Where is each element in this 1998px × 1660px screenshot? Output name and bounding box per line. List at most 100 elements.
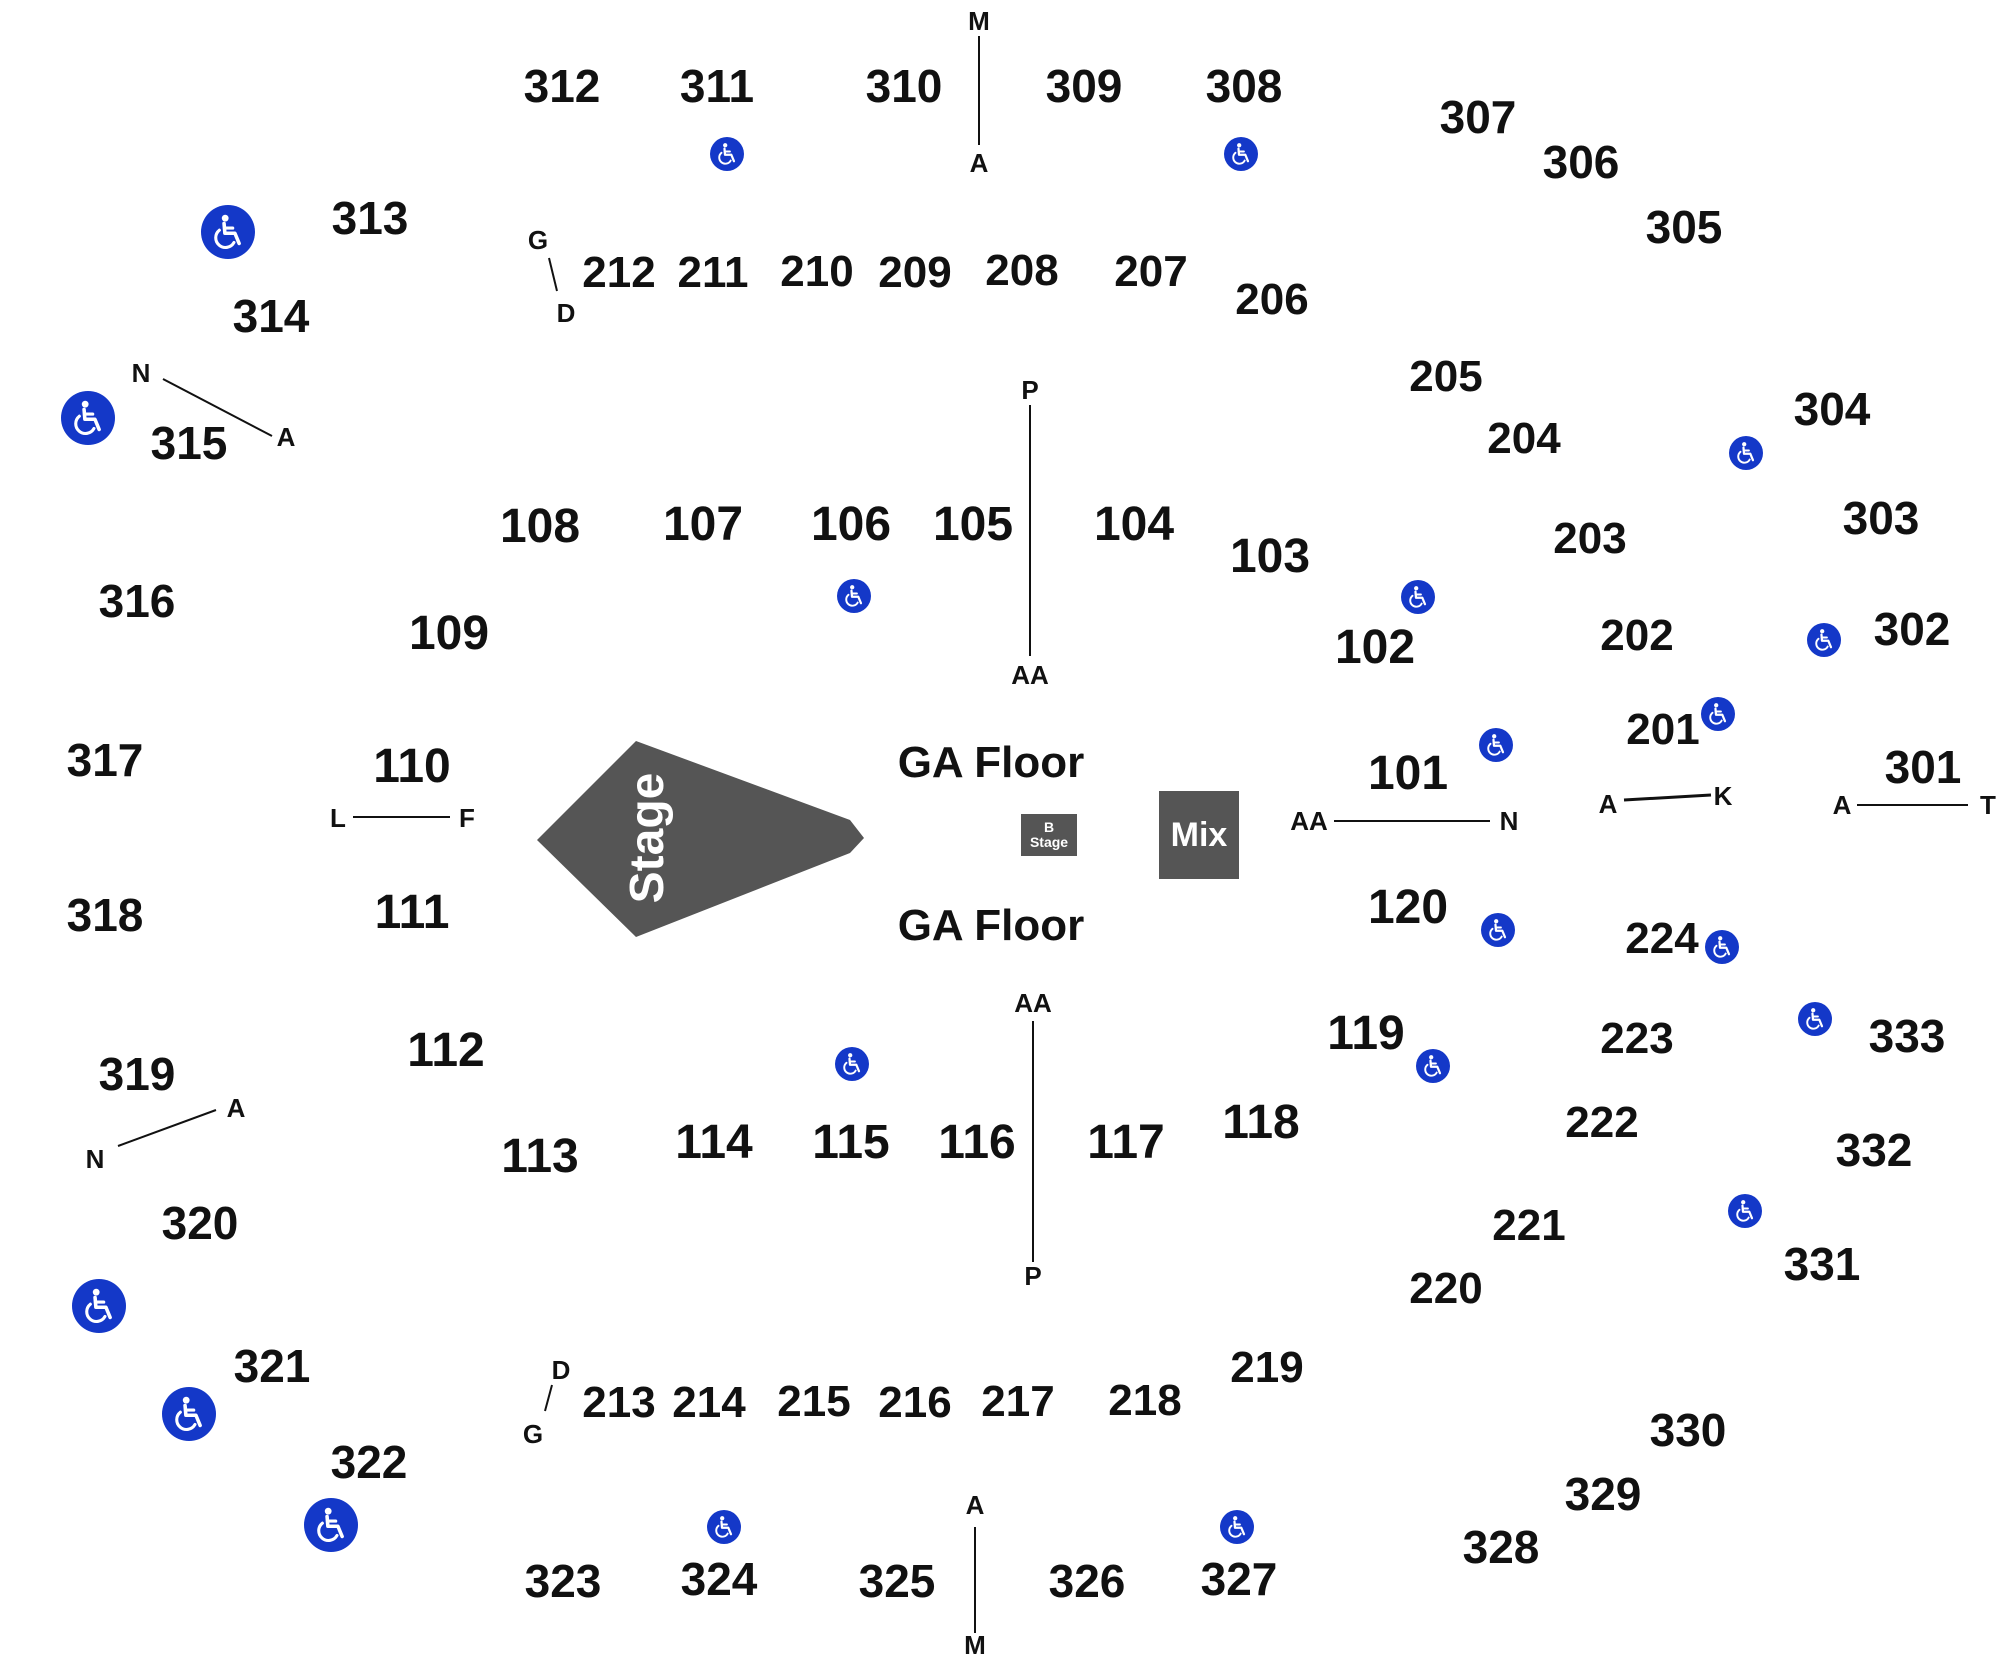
section-212[interactable]: 212: [582, 248, 656, 297]
section-208[interactable]: 208: [985, 246, 1059, 295]
section-311[interactable]: 311: [679, 60, 755, 112]
section-309[interactable]: 309: [1045, 60, 1123, 112]
section-105[interactable]: 105: [932, 498, 1014, 551]
section-318[interactable]: 318: [66, 889, 144, 941]
section-216[interactable]: 216: [878, 1378, 952, 1427]
section-111[interactable]: 111: [374, 886, 450, 939]
section-331[interactable]: 331: [1783, 1238, 1861, 1290]
wheelchair-glyph: [1487, 733, 1504, 756]
section-108[interactable]: 108: [499, 500, 581, 553]
section-112[interactable]: 112: [407, 1024, 485, 1077]
section-307[interactable]: 307: [1439, 91, 1517, 143]
section-107[interactable]: 107: [662, 498, 744, 551]
section-313[interactable]: 313: [331, 192, 409, 244]
row-marker-310-start: M: [968, 6, 990, 36]
section-217[interactable]: 217: [981, 1377, 1055, 1426]
section-109[interactable]: 109: [408, 607, 490, 660]
section-326[interactable]: 326: [1048, 1555, 1126, 1607]
wheelchair-icon: [1807, 623, 1841, 657]
row-marker-110-end: F: [459, 803, 475, 833]
mix-booth[interactable]: Mix: [1159, 791, 1239, 879]
section-330[interactable]: 330: [1649, 1404, 1727, 1456]
section-220[interactable]: 220: [1409, 1264, 1483, 1313]
section-201[interactable]: 201: [1626, 705, 1700, 754]
wheelchair-icon: [162, 1387, 216, 1441]
section-207[interactable]: 207: [1114, 247, 1188, 296]
section-219[interactable]: 219: [1230, 1343, 1304, 1392]
section-320[interactable]: 320: [161, 1197, 239, 1249]
section-315[interactable]: 315: [150, 417, 228, 469]
section-117[interactable]: 117: [1087, 1116, 1165, 1169]
section-114[interactable]: 114: [675, 1116, 753, 1169]
section-329[interactable]: 329: [1564, 1468, 1642, 1520]
section-102[interactable]: 102: [1334, 621, 1416, 674]
wheelchair-glyph: [316, 1507, 344, 1542]
section-106[interactable]: 106: [810, 498, 892, 551]
section-306[interactable]: 306: [1542, 136, 1620, 188]
section-103[interactable]: 103: [1229, 530, 1311, 583]
section-113[interactable]: 113: [501, 1130, 579, 1183]
section-302[interactable]: 302: [1873, 603, 1951, 655]
section-324[interactable]: 324: [680, 1553, 758, 1605]
section-321[interactable]: 321: [233, 1340, 311, 1392]
ga-floor-north[interactable]: GA Floor: [897, 738, 1085, 787]
section-115[interactable]: 115: [812, 1116, 890, 1169]
ga-floor-south[interactable]: GA Floor: [897, 901, 1085, 950]
section-204[interactable]: 204: [1487, 414, 1561, 463]
section-110[interactable]: 110: [373, 740, 451, 793]
row-marker-212-end: D: [556, 298, 576, 328]
section-322[interactable]: 322: [330, 1436, 408, 1488]
wheelchair-glyph: [715, 1515, 732, 1538]
wheelchair-glyph: [84, 1288, 112, 1323]
b-stage[interactable]: B Stage: [1021, 814, 1077, 856]
section-202[interactable]: 202: [1600, 611, 1674, 660]
row-marker-116-end: P: [1024, 1261, 1042, 1291]
section-223[interactable]: 223: [1600, 1014, 1674, 1063]
wheelchair-icon: [1481, 913, 1515, 947]
section-222[interactable]: 222: [1565, 1098, 1639, 1147]
section-213[interactable]: 213: [582, 1378, 656, 1427]
section-304[interactable]: 304: [1793, 383, 1871, 435]
section-312[interactable]: 312: [523, 60, 601, 112]
section-308[interactable]: 308: [1205, 60, 1283, 112]
section-328[interactable]: 328: [1462, 1521, 1540, 1573]
row-marker-201-start: A: [1598, 789, 1618, 819]
section-101[interactable]: 101: [1367, 747, 1449, 800]
section-325[interactable]: 325: [858, 1555, 936, 1607]
section-310[interactable]: 310: [865, 60, 943, 112]
section-206[interactable]: 206: [1235, 275, 1309, 324]
section-215[interactable]: 215: [777, 1377, 851, 1426]
section-323[interactable]: 323: [524, 1555, 602, 1607]
section-332[interactable]: 332: [1835, 1124, 1913, 1176]
section-333[interactable]: 333: [1868, 1010, 1946, 1062]
section-116[interactable]: 116: [938, 1116, 1016, 1169]
section-221[interactable]: 221: [1492, 1201, 1566, 1250]
row-marker-315-end: A: [276, 422, 296, 452]
section-327[interactable]: 327: [1200, 1553, 1278, 1605]
section-118[interactable]: 118: [1222, 1096, 1300, 1149]
section-319[interactable]: 319: [98, 1048, 176, 1100]
section-303[interactable]: 303: [1842, 492, 1920, 544]
stage-shape[interactable]: [537, 741, 864, 937]
section-301[interactable]: 301: [1884, 741, 1962, 793]
section-316[interactable]: 316: [98, 575, 176, 627]
section-211[interactable]: 211: [677, 248, 749, 297]
section-314[interactable]: 314: [232, 290, 310, 342]
section-205[interactable]: 205: [1409, 352, 1483, 401]
section-209[interactable]: 209: [878, 248, 952, 297]
wheelchair-glyph: [174, 1396, 202, 1431]
section-120[interactable]: 120: [1367, 881, 1449, 934]
section-214[interactable]: 214: [672, 1378, 746, 1427]
section-203[interactable]: 203: [1553, 514, 1627, 563]
section-104[interactable]: 104: [1093, 498, 1175, 551]
wheelchair-glyph: [1713, 935, 1730, 958]
wheelchair-icon: [1220, 1510, 1254, 1544]
section-218[interactable]: 218: [1108, 1376, 1182, 1425]
section-210[interactable]: 210: [780, 247, 854, 296]
wheelchair-icon: [1705, 930, 1739, 964]
section-119[interactable]: 119: [1327, 1007, 1405, 1060]
section-317[interactable]: 317: [66, 734, 144, 786]
row-line-213: [544, 1384, 553, 1412]
section-224[interactable]: 224: [1625, 914, 1699, 963]
section-305[interactable]: 305: [1645, 201, 1723, 253]
